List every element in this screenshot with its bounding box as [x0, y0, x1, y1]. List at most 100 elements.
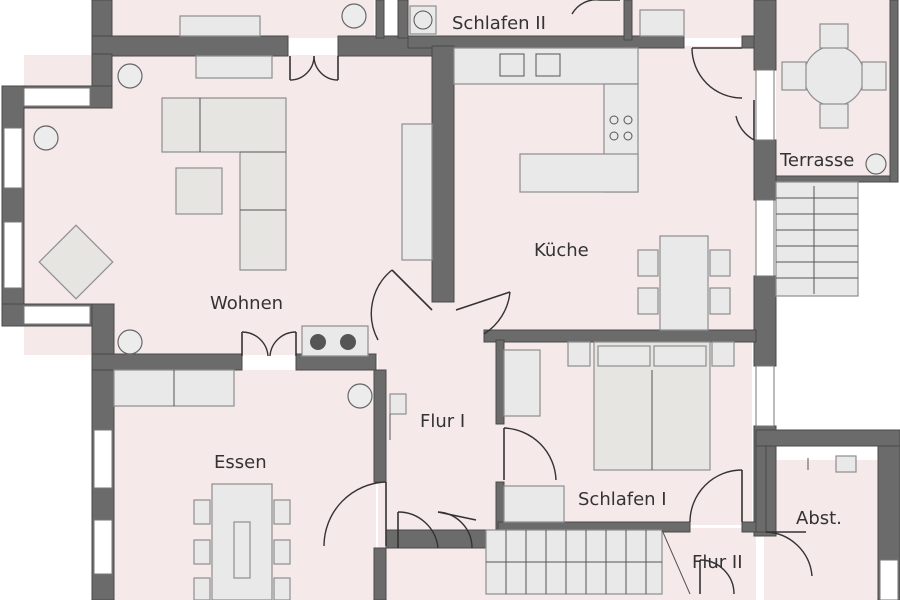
coat-rack — [389, 393, 407, 415]
sink — [639, 9, 685, 37]
door — [241, 331, 297, 357]
wall — [623, 0, 633, 41]
window — [879, 559, 899, 600]
room-labels: Schlafen II Terrasse Küche Wohnen Flur I… — [210, 13, 854, 573]
wall — [397, 0, 409, 39]
sink-basin — [499, 53, 525, 77]
plant-icon — [117, 329, 143, 355]
door — [689, 469, 743, 523]
chair — [709, 287, 731, 315]
storage-shelf — [835, 455, 857, 473]
window — [3, 221, 23, 289]
room-label-flur-i: Flur I — [420, 411, 465, 432]
sideboard — [179, 15, 261, 37]
wall — [91, 353, 243, 371]
chair — [193, 539, 211, 565]
door — [691, 47, 743, 99]
wall — [373, 547, 387, 600]
window — [23, 87, 91, 107]
door — [699, 559, 735, 595]
chair — [193, 577, 211, 600]
tv-cabinet — [401, 123, 433, 261]
room-label-schlafen-i: Schlafen I — [578, 489, 667, 510]
floor-flur-i — [378, 300, 498, 600]
chair — [637, 287, 659, 315]
chair — [709, 249, 731, 277]
door — [571, 0, 620, 15]
windows — [3, 69, 899, 600]
wall — [741, 521, 757, 533]
room-label-wohnen: Wohnen — [210, 293, 283, 314]
wall — [483, 329, 757, 343]
wardrobe — [503, 349, 541, 417]
drum-icon — [413, 10, 433, 30]
chair — [819, 23, 849, 49]
room-label-terrasse: Terrasse — [779, 150, 854, 171]
window — [755, 365, 775, 427]
door — [455, 291, 511, 335]
fire-icon — [340, 334, 356, 350]
room-label-schlafen-ii: Schlafen II — [452, 13, 546, 34]
chair — [637, 249, 659, 277]
wall — [755, 445, 767, 533]
pillow — [653, 345, 707, 367]
nightstand — [711, 341, 735, 367]
floor-schlafen-ii — [408, 0, 753, 38]
coffee-table — [175, 167, 223, 215]
wall — [375, 0, 385, 39]
plant-icon — [865, 153, 887, 175]
fire-icon — [310, 334, 326, 350]
room-label-flur-ii: Flur II — [692, 552, 743, 573]
dresser — [503, 485, 565, 523]
sink-basin — [535, 53, 561, 77]
chair — [273, 499, 291, 525]
window — [23, 305, 91, 325]
terrace-stairs — [775, 181, 859, 297]
plant-icon — [33, 125, 59, 151]
wall — [91, 35, 289, 57]
round-table — [803, 45, 865, 107]
dining-table-kitchen — [659, 235, 709, 331]
window — [755, 199, 775, 277]
chair — [193, 499, 211, 525]
plant-icon — [347, 383, 373, 409]
door — [323, 481, 387, 547]
wall — [753, 275, 777, 367]
kitchen-counter — [453, 47, 639, 85]
window — [3, 127, 23, 189]
stove-burner — [623, 115, 633, 125]
wall — [775, 175, 897, 183]
window — [93, 429, 113, 489]
doors — [241, 0, 813, 595]
room-label-kueche: Küche — [534, 240, 589, 261]
stove-burner — [609, 115, 619, 125]
door — [765, 531, 813, 577]
wall — [1, 85, 25, 327]
window — [755, 69, 775, 141]
furniture — [33, 3, 887, 600]
door — [397, 511, 439, 549]
wall — [431, 45, 455, 303]
plant-icon — [341, 3, 367, 29]
pillow — [597, 345, 651, 367]
door — [735, 100, 755, 141]
wall — [755, 429, 900, 447]
armchair — [38, 224, 114, 300]
room-label-abst: Abst. — [796, 508, 842, 529]
room-label-essen: Essen — [214, 452, 267, 473]
wall — [889, 0, 899, 183]
chair — [861, 61, 887, 91]
floor-abst — [764, 460, 878, 600]
wall — [373, 369, 387, 483]
bench — [195, 55, 273, 79]
chair — [273, 577, 291, 600]
door — [503, 427, 557, 481]
window — [93, 519, 113, 575]
door — [437, 511, 477, 549]
door — [370, 269, 433, 341]
sofa — [161, 97, 287, 271]
chair — [781, 61, 807, 91]
door — [289, 55, 339, 81]
dining-table-inlay — [233, 521, 251, 579]
